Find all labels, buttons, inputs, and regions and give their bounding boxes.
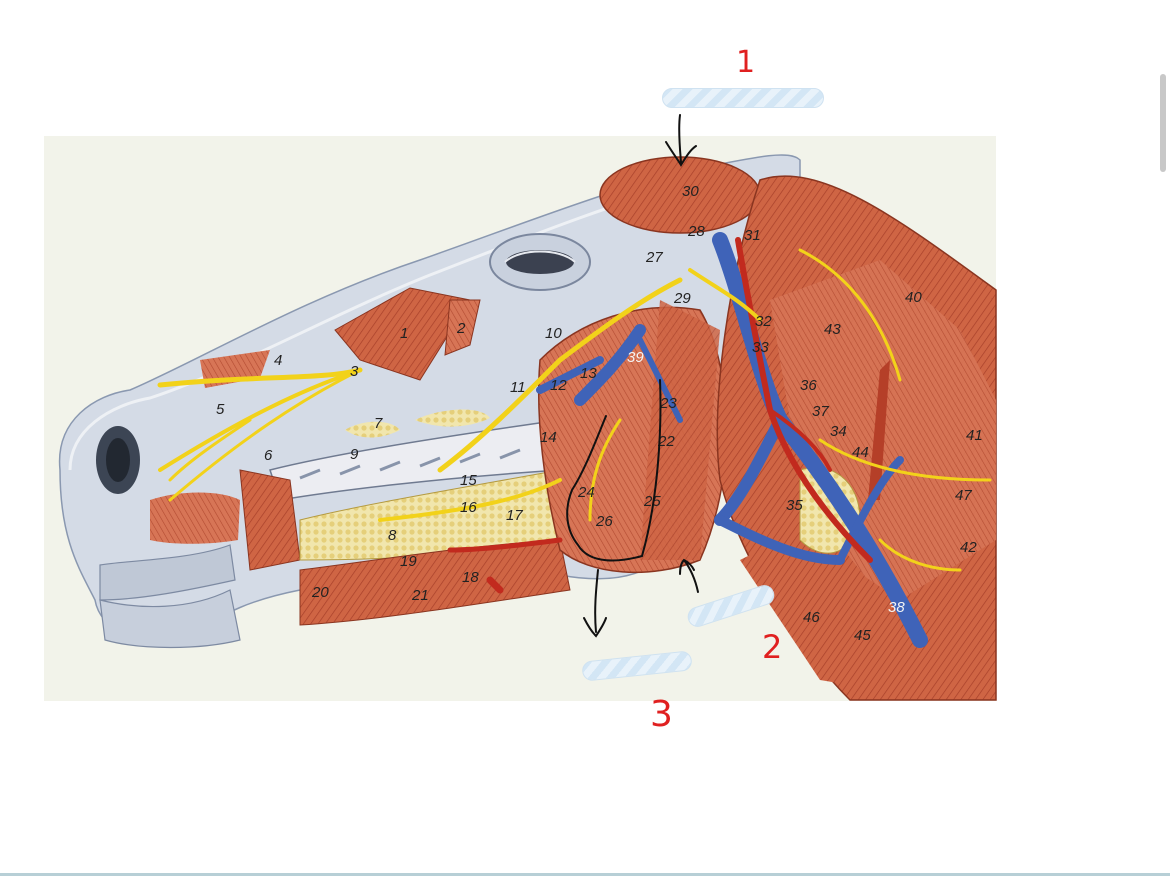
label-2a: 2 <box>456 320 466 337</box>
label-14: 14 <box>540 429 557 446</box>
handwritten-marker-3: 3 <box>650 694 673 735</box>
label-15: 15 <box>460 472 477 489</box>
nerve-network <box>157 248 992 572</box>
label-44: 44 <box>852 444 869 461</box>
label-34: 34 <box>830 423 847 440</box>
label-31: 31 <box>744 227 761 244</box>
label-6: 6 <box>264 447 273 464</box>
label-47: 47 <box>955 487 972 504</box>
label-29: 29 <box>673 290 691 307</box>
label-41: 41 <box>966 427 983 444</box>
handwritten-marker-1: 1 <box>736 45 755 80</box>
label-37: 37 <box>812 403 829 420</box>
label-36: 36 <box>800 377 817 394</box>
label-46: 46 <box>803 609 820 626</box>
label-4: 4 <box>274 352 282 369</box>
label-33: 33 <box>752 339 769 356</box>
bracket-outline <box>566 379 662 562</box>
label-11: 11 <box>510 379 526 396</box>
label-25a: 25 <box>643 493 661 510</box>
label-40: 40 <box>905 289 922 306</box>
bottom-edge <box>0 873 1170 876</box>
label-18: 18 <box>462 569 479 586</box>
label-22: 22 <box>657 433 675 450</box>
label-26: 26 <box>595 513 613 530</box>
label-16: 16 <box>460 499 477 516</box>
label-27: 27 <box>645 249 663 266</box>
label-45: 45 <box>854 627 871 644</box>
label-9: 9 <box>350 446 359 463</box>
label-28: 28 <box>687 223 705 240</box>
label-12: 12 <box>550 377 567 394</box>
label-7: 7 <box>374 415 383 432</box>
handdrawn-annotations <box>566 114 699 638</box>
label-21: 21 <box>411 587 429 604</box>
label-13: 13 <box>580 365 597 382</box>
muscle-levator <box>334 287 471 381</box>
arrow-down-3 <box>583 569 607 638</box>
label-24: 24 <box>577 484 595 501</box>
scrollbar-thumb[interactable] <box>1160 74 1166 172</box>
label-3: 3 <box>350 363 359 380</box>
temporal-muscle <box>599 156 761 234</box>
handwritten-marker-2: 2 <box>762 628 782 666</box>
label-38: 38 <box>888 599 905 616</box>
label-17: 17 <box>506 507 523 524</box>
muscle-lower-lip <box>299 539 571 626</box>
vertical-scrollbar[interactable] <box>1160 74 1168 174</box>
muscle-masseter-front <box>239 469 301 571</box>
artery-network <box>447 237 873 594</box>
label-23: 23 <box>659 395 677 412</box>
label-32: 32 <box>755 313 772 330</box>
figure-labels: 1 2 3 4 5 6 7 8 9 10 11 12 13 14 15 16 1… <box>216 183 983 644</box>
redaction-box-1 <box>662 88 824 108</box>
label-42: 42 <box>960 539 977 556</box>
label-5: 5 <box>216 401 225 418</box>
label-1a: 1 <box>400 325 408 342</box>
arrow-down-1 <box>665 114 697 167</box>
label-10a: 10 <box>545 325 562 342</box>
arrow-up-2 <box>679 558 699 593</box>
label-30: 30 <box>682 183 699 200</box>
label-43: 43 <box>824 321 841 338</box>
label-20: 20 <box>311 584 329 601</box>
label-35: 35 <box>786 497 803 514</box>
label-39a: 39 <box>627 349 644 366</box>
label-8: 8 <box>388 527 397 544</box>
label-19: 19 <box>400 553 417 570</box>
